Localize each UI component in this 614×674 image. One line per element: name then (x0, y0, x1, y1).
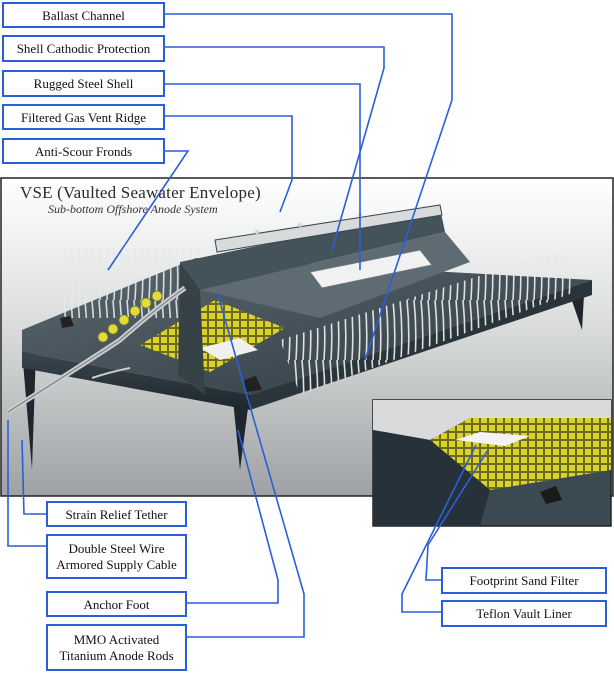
vault-liner (200, 338, 258, 360)
leader-shell-cathodic-protection (164, 46, 385, 251)
leader-lines (7, 13, 489, 638)
anti-scour-fronds-right (280, 250, 575, 395)
main-render-panel (0, 177, 614, 497)
anti-scour-fronds-left (62, 248, 200, 318)
leader-footprint-sand-filter (425, 449, 489, 581)
label-teflon-vault-liner: Teflon Vault Liner (441, 600, 607, 627)
leader-anode-rods (186, 294, 305, 638)
anchor-foot-leg (232, 390, 250, 470)
leader-anchor-foot (186, 429, 279, 604)
label-shell-cathodic-protection: Shell Cathodic Protection (2, 35, 165, 62)
leader-gas-vent-ridge (164, 115, 293, 213)
label-double-steel-wire-armored-supply-cable: Double Steel Wire Armored Supply Cable (46, 534, 187, 579)
anchor-foot-leg (570, 295, 584, 330)
label-anti-scour-fronds: Anti-Scour Fronds (2, 138, 165, 164)
leader-teflon-vault-liner (401, 444, 477, 613)
inset-detail-panel (372, 399, 612, 527)
ballast-channel (214, 204, 443, 253)
cable-floats (97, 290, 163, 343)
label-anchor-foot: Anchor Foot (46, 591, 187, 617)
rugged-steel-shell (180, 208, 445, 290)
label-filtered-gas-vent-ridge: Filtered Gas Vent Ridge (2, 104, 165, 130)
anchor-foot-leg (22, 350, 36, 470)
label-footprint-sand-filter: Footprint Sand Filter (441, 567, 607, 594)
label-strain-relief-tether: Strain Relief Tether (46, 501, 187, 527)
leader-supply-cable (7, 420, 46, 547)
leader-strain-relief-tether (21, 439, 46, 515)
anode-grid-floor (140, 300, 285, 372)
gas-vent-ridge (309, 249, 433, 289)
label-mmo-activated-titanium-anode-rods: MMO Activated Titanium Anode Rods (46, 624, 187, 671)
leader-ballast-channel (164, 13, 453, 361)
diagram-subtitle: Sub-bottom Offshore Anode System (48, 202, 218, 216)
diagram-title: VSE (Vaulted Seawater Envelope) (20, 183, 261, 202)
label-ballast-channel: Ballast Channel (2, 2, 165, 28)
leader-anti-scour-fronds (107, 150, 190, 271)
strain-relief-tether-line (91, 367, 131, 379)
leader-rugged-steel-shell (164, 83, 361, 270)
label-rugged-steel-shell: Rugged Steel Shell (2, 70, 165, 97)
